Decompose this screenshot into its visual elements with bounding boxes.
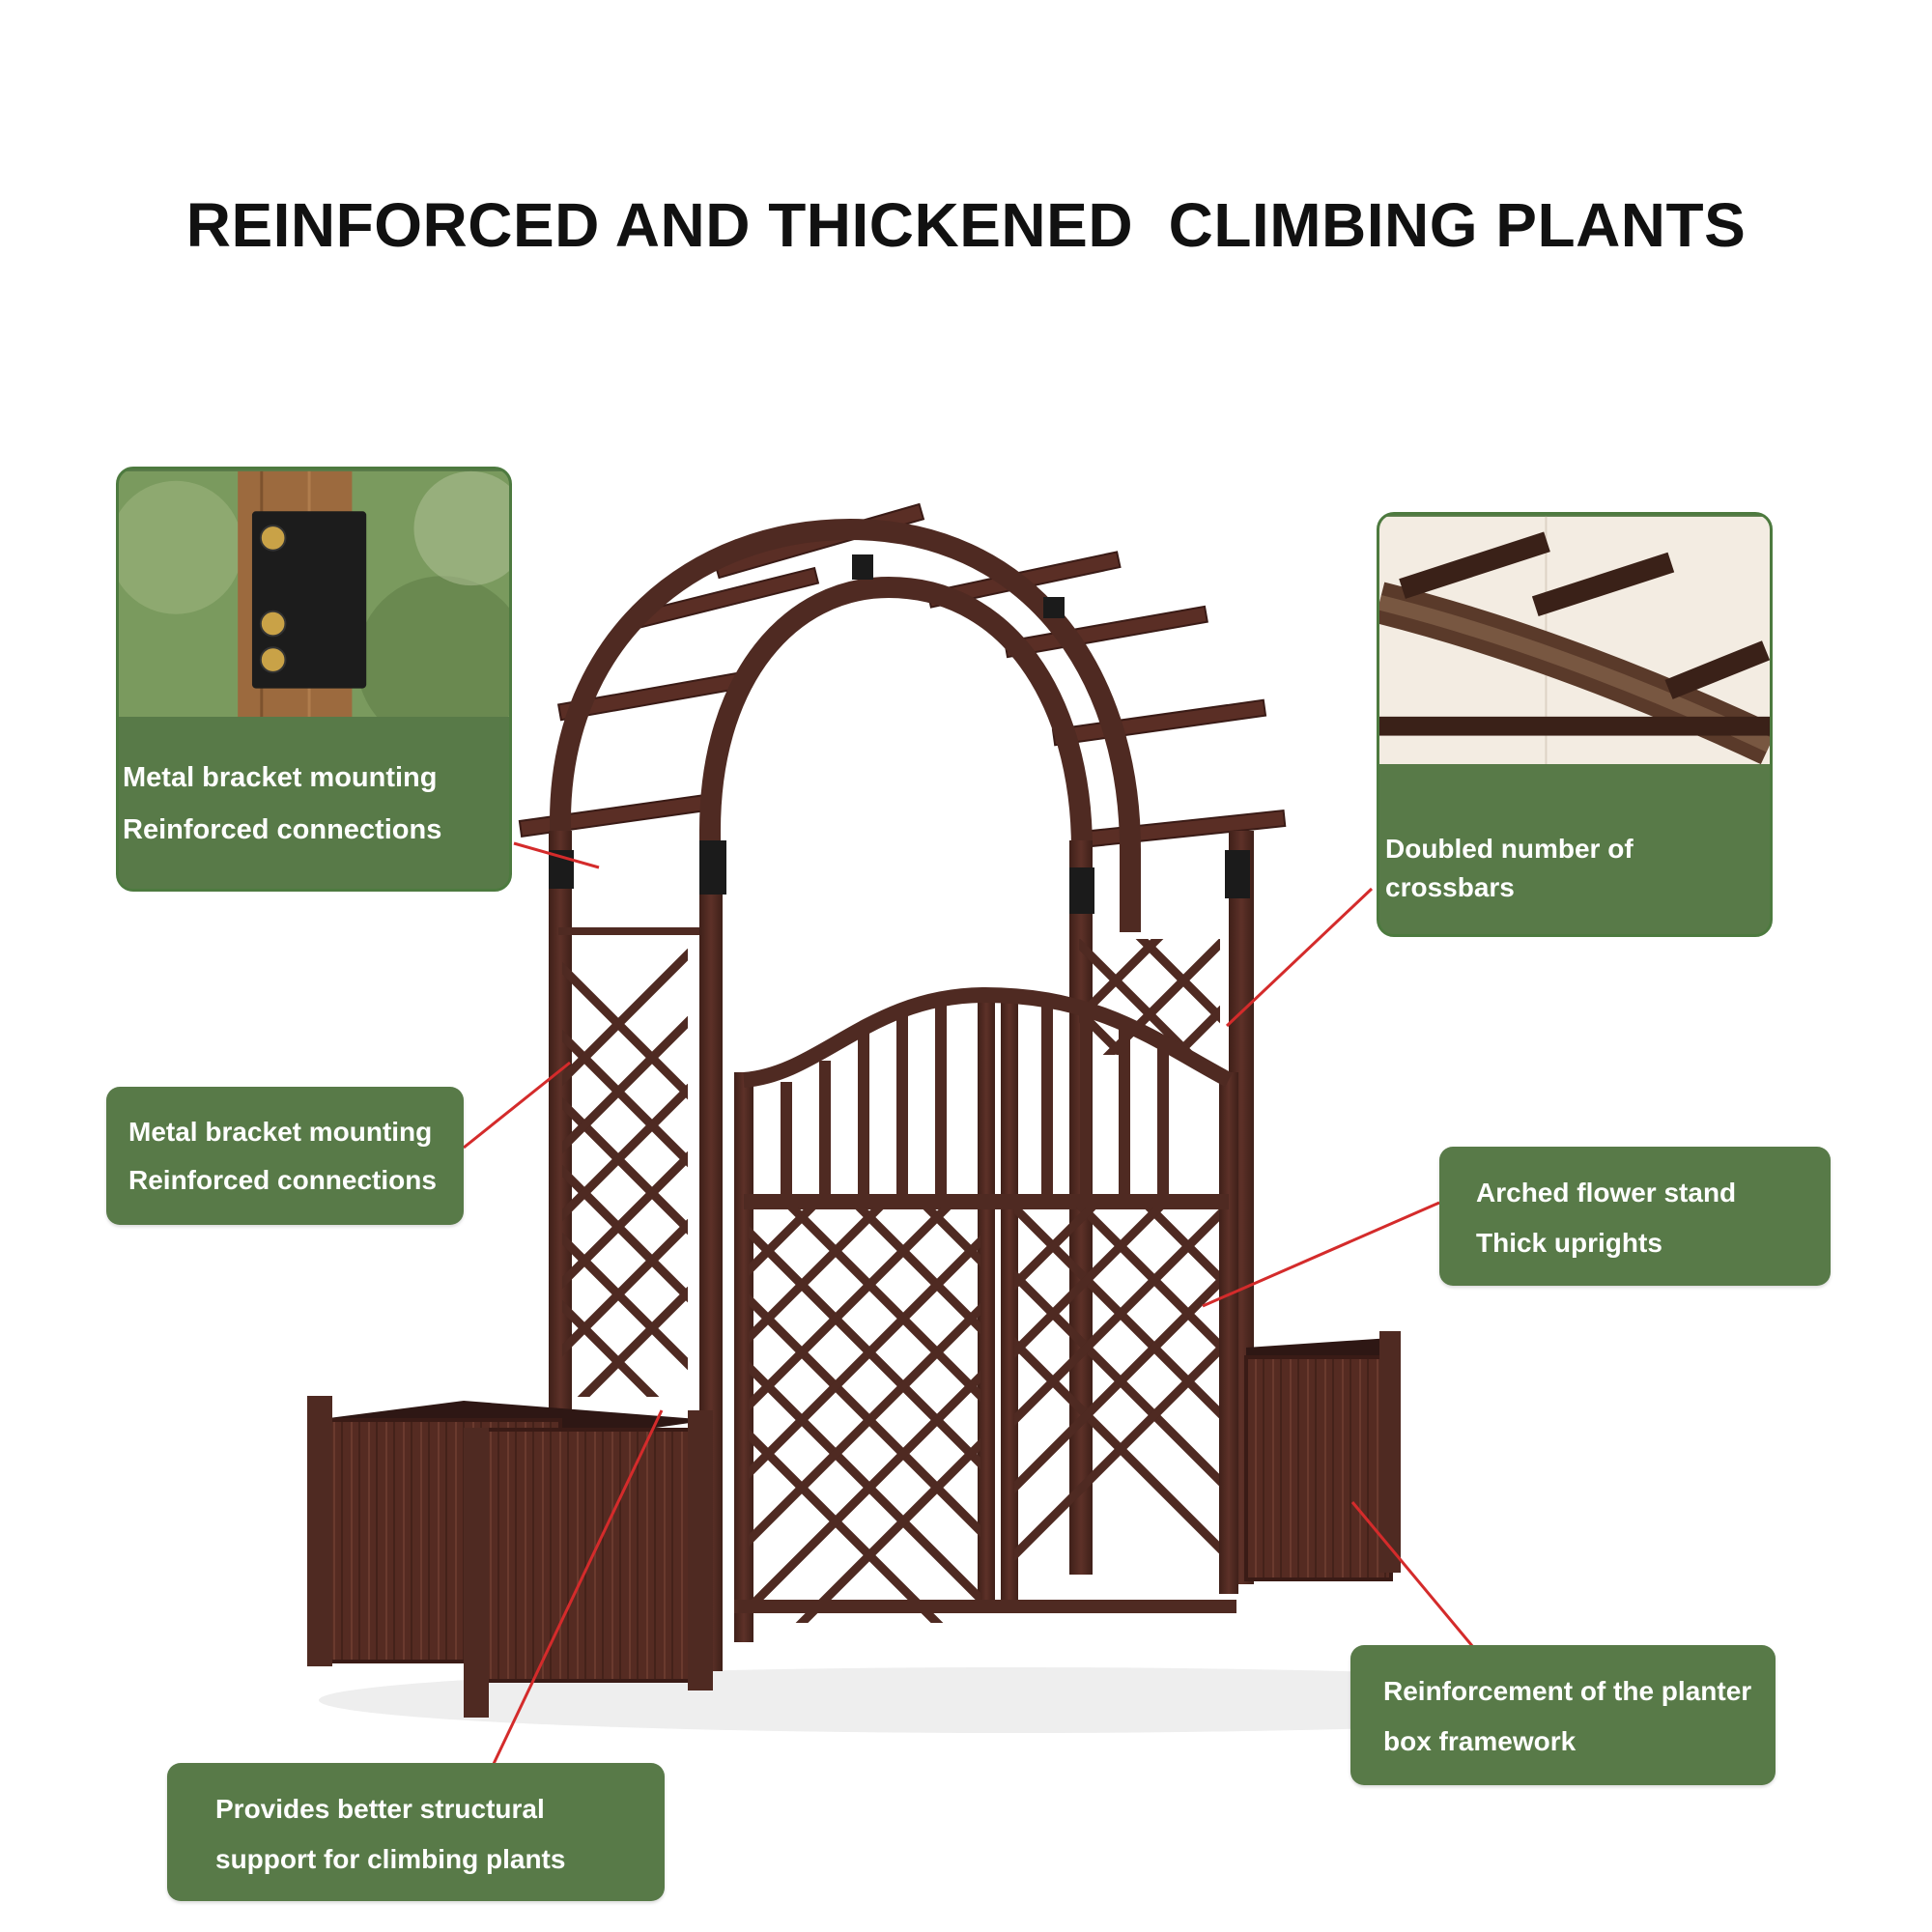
leader-lines: [463, 841, 1475, 1767]
gate-lattice-right: [1014, 1208, 1219, 1562]
callout-mid-left-line2: Reinforced connections: [128, 1165, 437, 1195]
gate-spindles: [781, 1005, 1169, 1198]
gate-bottom-rail: [734, 1600, 1236, 1613]
callout-bottom-right-line1: Reinforcement of the planter: [1383, 1676, 1752, 1706]
arch-crossbars: [518, 502, 1287, 849]
left-lattice-frame: [558, 927, 699, 935]
callout-mid-left-line1: Metal bracket mounting: [128, 1117, 433, 1147]
callout-mid-left: Metal bracket mounting Reinforced connec…: [106, 1087, 464, 1225]
callout-mid-right: Arched flower stand Thick uprights: [1439, 1147, 1831, 1286]
callout-top-right-line1: Doubled number of crossbars: [1385, 834, 1634, 902]
crossbar-photo-card: Doubled number of crossbars: [1377, 512, 1773, 937]
callout-mid-right-line1: Arched flower stand: [1476, 1178, 1737, 1208]
arch-crossbars-closeup-icon: [1379, 516, 1770, 769]
callout-bottom-right: Reinforcement of the planter box framewo…: [1350, 1645, 1776, 1785]
callout-bottom-left-line2: support for climbing plants: [215, 1844, 566, 1874]
gate-mid-rail: [744, 1194, 1229, 1209]
callout-top-left-line1: Metal bracket mounting: [123, 762, 438, 793]
callout-bottom-right-line2: box framework: [1383, 1726, 1577, 1756]
metal-bracket-closeup-icon: [119, 470, 509, 723]
arch-brackets: [549, 554, 1250, 914]
callout-bottom-left-line1: Provides better structural: [215, 1794, 545, 1824]
gate-lattice-left: [749, 1208, 980, 1623]
left-planter: [307, 1396, 713, 1718]
outer-arch: [550, 518, 1141, 932]
callout-top-left-line2: Reinforced connections: [123, 814, 442, 845]
left-lattice: [562, 948, 688, 1397]
gate: [734, 995, 1238, 1642]
right-lattice: [1079, 939, 1220, 1055]
callout-mid-right-line2: Thick uprights: [1476, 1228, 1662, 1258]
bracket-photo-card: Metal bracket mounting Reinforced connec…: [116, 467, 512, 892]
callout-bottom-left: Provides better structural support for c…: [167, 1763, 665, 1901]
right-planter: [1244, 1331, 1401, 1581]
inner-arch: [699, 576, 1093, 927]
page-title: REINFORCED AND THICKENED CLIMBING PLANTS: [185, 190, 1747, 260]
